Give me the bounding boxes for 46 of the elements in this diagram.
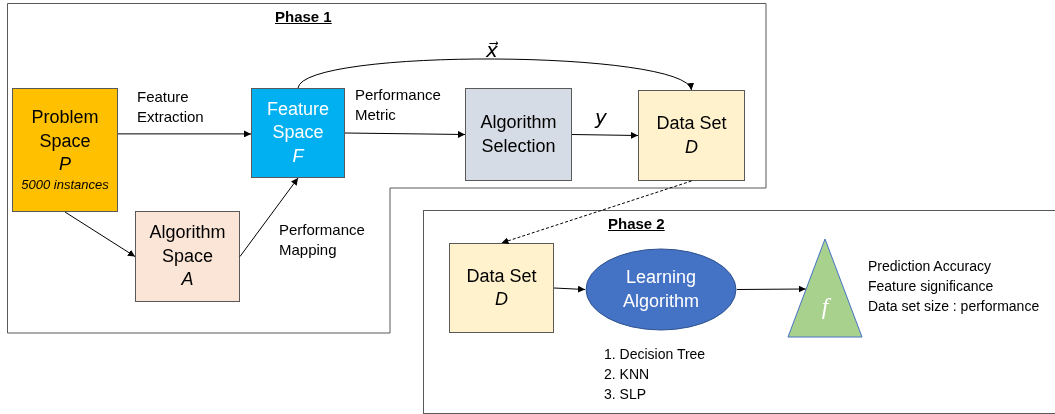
process-box [251, 88, 345, 178]
arrow [117, 130, 252, 138]
symbol-label: D [685, 135, 698, 159]
edge-label: Performance Mapping [279, 220, 366, 261]
symbol-label: f [821, 292, 829, 322]
data-box [449, 243, 554, 333]
edge-label: Feature Extraction [137, 87, 205, 128]
panel-title: Phase 2 [608, 214, 665, 234]
process-box [135, 211, 240, 302]
result-text: Feature significance [868, 277, 994, 296]
edge-label: y [595, 105, 607, 129]
node-label: Data Set [466, 264, 537, 288]
process-box [465, 88, 572, 181]
arrow [571, 131, 639, 139]
phase-panel [423, 210, 1055, 414]
list-item: 1. Decision Tree [604, 345, 706, 364]
edge-label: Performance Metric [355, 85, 442, 126]
panel-title: Phase 1 [275, 7, 332, 27]
symbol-label: P [59, 153, 71, 177]
node-label: Algorithm Space [148, 221, 227, 268]
result-text: Data set size : performance [868, 297, 1040, 316]
result-text: Prediction Accuracy [868, 257, 991, 276]
note-label: 5000 instances [21, 176, 109, 194]
symbol-label: F [292, 144, 304, 168]
node-label: Algorithm Selection [479, 111, 558, 158]
list-item: 3. SLP [604, 385, 647, 404]
arrow [736, 285, 807, 293]
list-item: 2. KNN [604, 365, 650, 384]
arrow [553, 285, 586, 293]
data-box [638, 90, 745, 181]
node-label: Feature Space [265, 97, 330, 145]
edge-label: x⃗ [486, 38, 498, 62]
symbol-label: D [495, 288, 508, 311]
node-label: Problem Space [30, 106, 100, 153]
node-label: Data Set [656, 112, 727, 136]
process-ellipse [585, 248, 737, 331]
arrow [297, 58, 692, 91]
arrow [64, 211, 136, 257]
model-triangle [787, 238, 863, 338]
arrow [344, 130, 466, 138]
process-box [12, 88, 118, 212]
arrow [239, 177, 299, 257]
symbol-label: A [181, 268, 194, 292]
dashed-arrow [501, 180, 692, 245]
phase-panel [7, 3, 767, 334]
node-label: Learning Algorithm [622, 266, 700, 313]
